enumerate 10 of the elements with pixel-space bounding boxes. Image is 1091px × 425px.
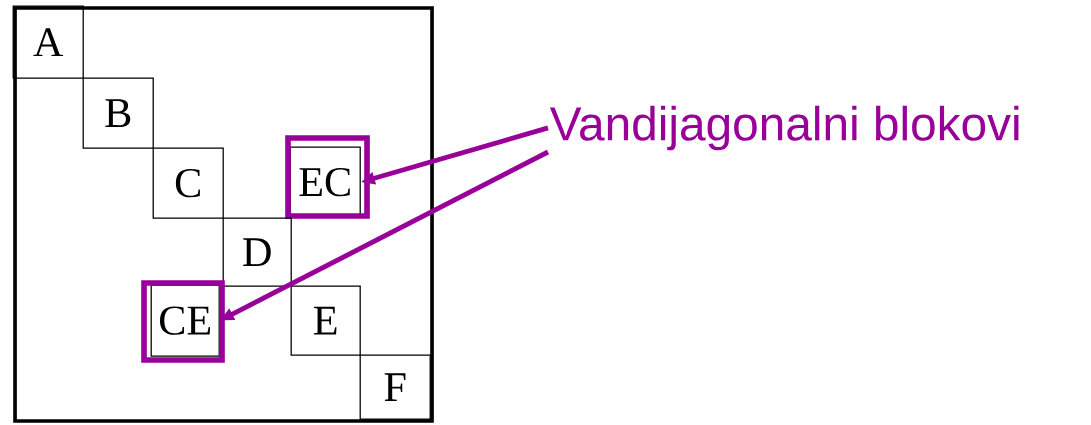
matrix-block: EC: [289, 146, 361, 218]
matrix-frame: [13, 6, 434, 423]
matrix-block: D: [222, 217, 292, 287]
matrix-block: C: [152, 147, 224, 219]
matrix-block: E: [290, 285, 361, 356]
matrix-block: A: [12, 5, 84, 79]
matrix-block: CE: [150, 284, 220, 357]
matrix-block: B: [82, 77, 154, 149]
callout-label: Vandijagonalni blokovi: [549, 105, 1019, 151]
matrix-block: F: [359, 354, 431, 420]
